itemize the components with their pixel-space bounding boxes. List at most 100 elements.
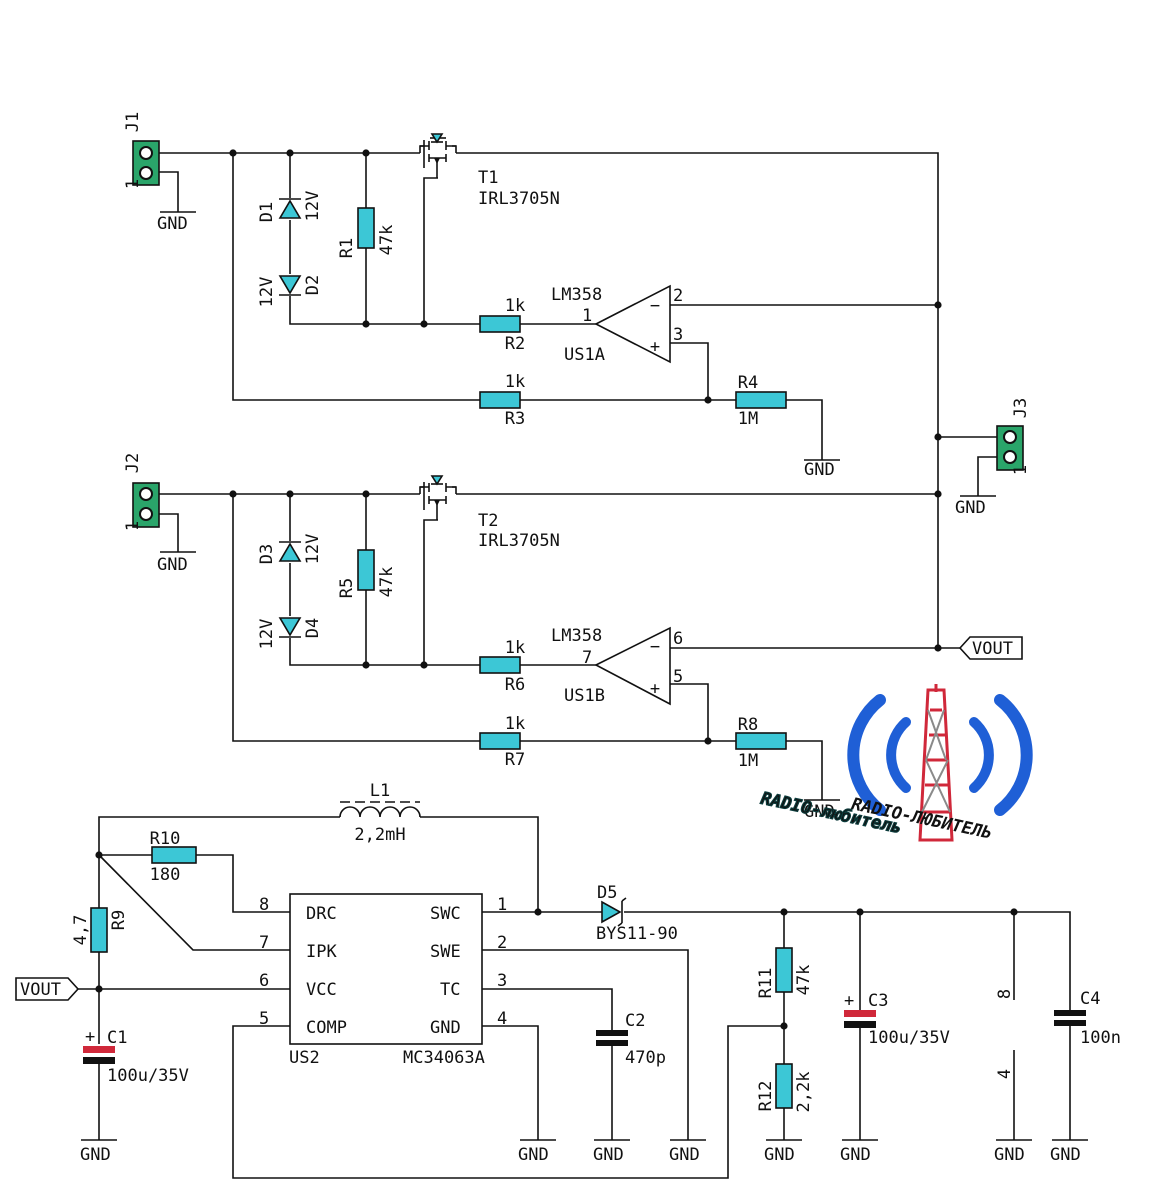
diode-d1: D1 12V [257,191,323,223]
resistor-r7: 1k R7 [479,714,525,770]
channel-1: J1 1 GND D1 12V 12V D2 R1 47k [123,112,942,648]
us1b-ref: US1B [564,686,605,706]
power-pin-8: 8 [995,989,1015,999]
us1b-part: LM358 [551,626,602,646]
resistor-r6: 1k R6 [479,638,525,695]
d5-ref: D5 [597,883,617,903]
ic-pin-num: 3 [497,971,507,991]
gnd-label: GND [157,555,188,575]
d2-value: 12V [257,277,277,308]
gnd-label: GND [764,1145,795,1165]
diode-d2: 12V D2 [257,275,323,308]
ic-pin-name: SWC [430,904,461,924]
resistor-r12: R12 2,2k [756,1063,814,1112]
resistor-r2: 1k R2 [479,296,525,354]
c3-value: 100u/35V [868,1028,950,1048]
r2-value: 1k [505,296,525,316]
c2-value: 470p [625,1048,666,1068]
ic-pin-name: GND [430,1018,461,1038]
j2-pin1: 1 [123,521,143,531]
resistor-r5: R5 47k [337,549,397,598]
r5-ref: R5 [337,578,357,598]
r4-ref: R4 [738,373,758,393]
opamp-minus-sign: − [650,296,660,316]
r6-ref: R6 [505,675,525,695]
resistor-r9: 4,7 R9 [71,907,129,953]
c1-ref: C1 [107,1028,127,1048]
inductor-l1: L1 2,2mH [339,781,421,845]
d4-ref: D4 [303,618,323,638]
gnd-label: GND [1050,1145,1081,1165]
r12-ref: R12 [756,1081,776,1112]
us1a-pin-minus: 2 [673,286,683,306]
us1b-pin-out: 7 [582,648,592,668]
connector-j2: J2 1 [123,453,160,531]
ic-part: MC34063A [403,1048,485,1068]
d2-ref: D2 [303,275,323,295]
us1a-part: LM358 [551,285,602,305]
c4-ref: C4 [1080,989,1100,1009]
ic-pin-num: 2 [497,933,507,953]
gnd-label: GND [804,460,835,480]
ic-pin-name: DRC [306,904,337,924]
logo-main-text: RADIO-любитель [759,789,903,838]
gnd-label: GND [593,1145,624,1165]
channel-2: J2 1 GND D3 12V 12V D4 R5 47k [123,453,1023,822]
capacitor-c1: + C1 100u/35V [83,1027,189,1086]
ic-pin-num: 8 [259,895,269,915]
us1b-pin-minus: 6 [673,629,683,649]
vout-flag-left: VOUT [15,977,80,1001]
opamp-plus-sign: + [650,337,660,357]
l1-value: 2,2mH [354,825,405,845]
gnd-label: GND [804,802,835,822]
connector-j3: J3 1 [996,398,1031,475]
d3-ref: D3 [257,544,277,564]
r1-ref: R1 [337,238,357,258]
r3-ref: R3 [505,409,525,429]
d3-value: 12V [303,534,323,565]
d5-value: BYS11-90 [596,924,678,944]
plus-sign: + [844,991,854,1011]
l1-ref: L1 [370,781,390,801]
gnd-label: GND [157,214,188,234]
resistor-r1: R1 47k [337,207,397,258]
opamp-us1a: − + LM358 US1A 1 2 3 [551,284,683,365]
c2-ref: C2 [625,1011,645,1031]
capacitor-c2: C2 470p [596,1011,666,1068]
r4-value: 1M [738,409,758,429]
us1b-pin-plus: 5 [673,667,683,687]
mosfet-t1: T1 IRL3705N [419,133,560,209]
gnd-label: GND [669,1145,700,1165]
gnd-label: GND [994,1145,1025,1165]
r7-ref: R7 [505,750,525,770]
r11-value: 47k [794,965,814,996]
diode-d3: D3 12V [257,534,323,565]
r7-value: 1k [505,714,525,734]
ic-pin-num: 4 [497,1009,507,1029]
d1-ref: D1 [257,202,277,222]
c3-ref: C3 [868,991,888,1011]
vout-label: VOUT [972,639,1013,659]
j3-ref: J3 [1011,398,1031,418]
gnd-label: GND [80,1145,111,1165]
r10-value: 180 [150,865,181,885]
ic-pin-num: 1 [497,895,507,915]
vout-flag-right: VOUT [958,636,1023,660]
r3-value: 1k [505,372,525,392]
ic-pin-name: SWE [430,942,461,962]
capacitor-c4: C4 100n [1054,989,1121,1048]
diode-d5: D5 BYS11-90 [596,883,678,944]
opamp-us1b: − + LM358 US1B 7 6 5 [551,626,683,706]
diode-d4: 12V D4 [257,617,323,649]
antenna-tower-icon [918,684,954,842]
r5-value: 47k [377,567,397,598]
gnd-label: GND [518,1145,549,1165]
t2-part: IRL3705N [478,531,560,551]
r11-ref: R11 [756,968,776,999]
resistor-r10: R10 180 [150,829,197,885]
j1-ref: J1 [123,112,143,132]
t2-ref: T2 [478,511,498,531]
d1-value: 12V [303,191,323,222]
j1-pin1: 1 [123,179,143,189]
